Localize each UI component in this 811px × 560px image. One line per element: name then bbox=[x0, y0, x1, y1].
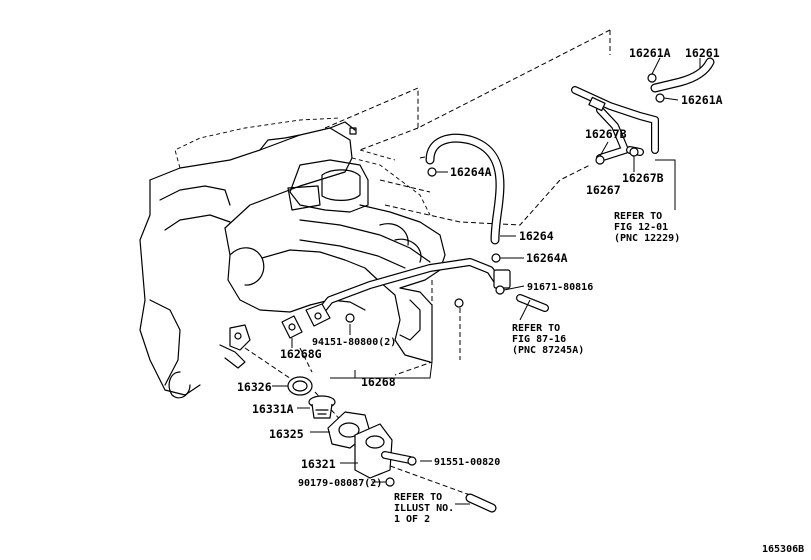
ref-illust-line3: 1 OF 2 bbox=[394, 514, 430, 525]
bracket-illustration bbox=[219, 324, 251, 369]
gasket-16268g bbox=[281, 315, 303, 339]
label-16326: 16326 bbox=[237, 380, 272, 394]
clamp-icon bbox=[595, 155, 605, 165]
ref-illust: REFER TO ILLUST NO. 1 OF 2 bbox=[394, 492, 454, 525]
bolt-icon bbox=[407, 456, 417, 466]
bolt-icon bbox=[495, 285, 505, 295]
label-16325: 16325 bbox=[269, 427, 304, 441]
label-94151-80800: 94151-80800(2) bbox=[312, 337, 396, 348]
ref-fig8716-line3: (PNC 87245A) bbox=[512, 345, 584, 356]
part-labels: 16261A 16261 16261A 16267B 16267 16267B … bbox=[237, 46, 723, 489]
label-16261a-top: 16261A bbox=[629, 46, 671, 60]
ref-fig8716-line1: REFER TO bbox=[512, 323, 560, 334]
ref-illust-line2: ILLUST NO. bbox=[394, 503, 454, 514]
ref-fig1201-line1: REFER TO bbox=[614, 211, 662, 222]
ref-fig1201-line3: (PNC 12229) bbox=[614, 233, 680, 244]
hose-16264 bbox=[425, 133, 505, 263]
label-16261: 16261 bbox=[685, 46, 720, 60]
label-16264a-top: 16264A bbox=[450, 165, 492, 179]
clamp-icon bbox=[491, 253, 501, 263]
water-inlet-16321 bbox=[354, 423, 393, 479]
label-16268g: 16268G bbox=[280, 347, 322, 361]
ref-fig8716-line2: FIG 87-16 bbox=[512, 334, 566, 345]
label-16264a-mid: 16264A bbox=[526, 251, 568, 265]
diagram-id: 165306B bbox=[762, 544, 804, 555]
engine-block-illustration bbox=[139, 117, 446, 399]
nut-icon bbox=[454, 298, 464, 308]
label-16267b-right: 16267B bbox=[622, 171, 664, 185]
label-16267b-left: 16267B bbox=[585, 127, 627, 141]
label-16321: 16321 bbox=[301, 457, 336, 471]
label-16331a: 16331A bbox=[252, 402, 294, 416]
clamp-icon bbox=[655, 93, 665, 103]
thermostat-assembly bbox=[287, 376, 497, 513]
ref-fig1201-line2: FIG 12-01 bbox=[614, 222, 668, 233]
label-91671-80816: 91671-80816 bbox=[527, 282, 593, 293]
bypass-pipe-16267 bbox=[571, 86, 659, 165]
label-16267: 16267 bbox=[586, 183, 621, 197]
pipe-16268 bbox=[305, 258, 549, 327]
pipe-fitting-icon bbox=[493, 269, 511, 289]
dashed-reference-lines bbox=[244, 29, 611, 496]
clamp-icon bbox=[629, 147, 639, 157]
clamp-icon bbox=[427, 167, 437, 177]
label-90179-08087: 90179-08087(2) bbox=[298, 478, 382, 489]
ref-illust-line1: REFER TO bbox=[394, 492, 442, 503]
flange-hole-icon bbox=[314, 312, 322, 320]
leader-lines bbox=[272, 57, 701, 505]
bolt-icon bbox=[385, 477, 395, 487]
label-16264: 16264 bbox=[519, 229, 554, 243]
ref-fig-87-16: REFER TO FIG 87-16 (PNC 87245A) bbox=[512, 323, 584, 356]
hose-16261-group bbox=[647, 57, 715, 103]
label-16268: 16268 bbox=[361, 375, 396, 389]
label-91551-00820: 91551-00820 bbox=[434, 457, 500, 468]
ref-fig-12-01: REFER TO FIG 12-01 (PNC 12229) bbox=[614, 211, 680, 244]
clamp-icon bbox=[647, 73, 657, 83]
nut-icon bbox=[345, 313, 355, 323]
label-16261a-right: 16261A bbox=[681, 93, 723, 107]
